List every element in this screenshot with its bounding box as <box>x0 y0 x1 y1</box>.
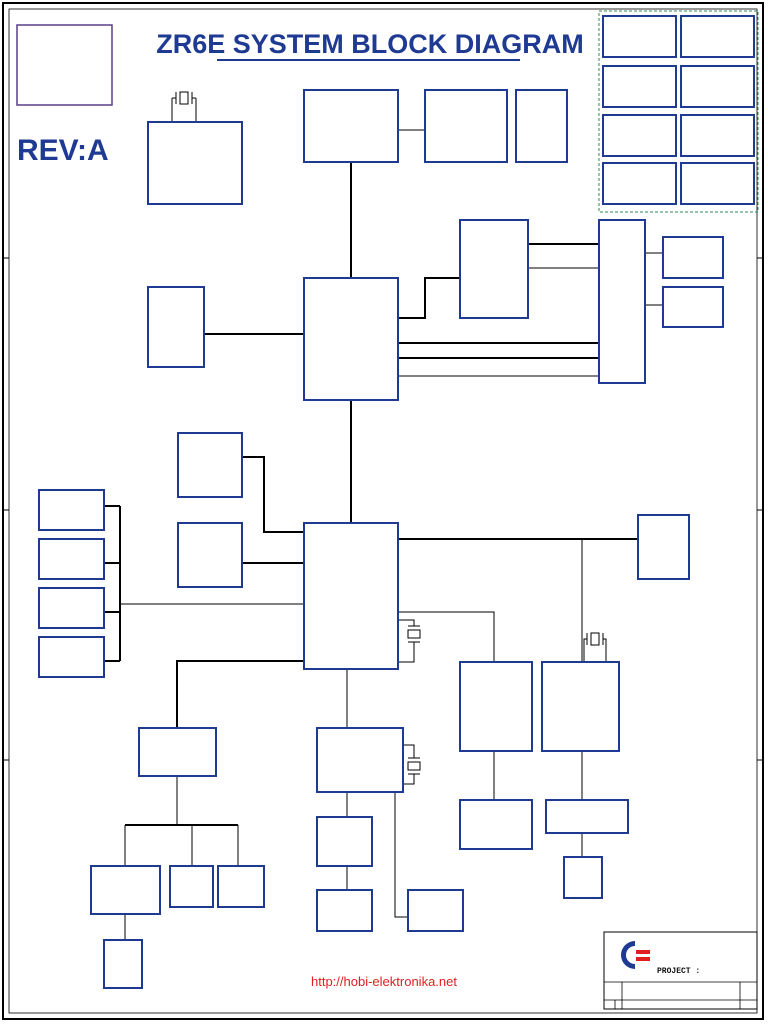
block-card-slot <box>545 799 629 834</box>
block-usb-1 <box>38 489 105 531</box>
block-cpu-side-1 <box>424 89 508 163</box>
legend-block <box>602 15 677 58</box>
legend-block <box>680 162 755 205</box>
block-cardreader <box>541 661 620 752</box>
block-sb-left-1 <box>177 432 243 498</box>
block-clock-gen <box>147 121 243 205</box>
block-kb-conn <box>103 939 143 989</box>
block-usb-2 <box>38 538 105 580</box>
legend-block <box>602 162 677 205</box>
legend-block <box>680 65 755 108</box>
block-amp <box>316 816 373 867</box>
legend-block <box>680 114 755 157</box>
block-usb-3 <box>38 587 105 629</box>
block-north-bridge <box>303 277 399 401</box>
crystal-icon <box>583 632 607 662</box>
blocks <box>38 89 724 989</box>
block-crt <box>662 286 724 328</box>
company-logo-icon <box>621 941 650 969</box>
block-lcd <box>662 236 724 279</box>
revision-label: REV:A <box>17 134 109 167</box>
block-kbc <box>90 865 161 915</box>
crystal-icon <box>402 744 421 792</box>
block-touchpad <box>217 865 265 908</box>
block-video <box>459 219 529 319</box>
source-url[interactable]: http://hobi-elektronika.net <box>311 974 457 989</box>
block-cpu-side-2 <box>515 89 568 163</box>
block-audio-codec <box>316 727 404 793</box>
block-display-conn <box>598 219 646 384</box>
legend-blocks <box>602 15 755 205</box>
block-lan <box>459 661 533 752</box>
block-sb-left-2 <box>177 522 243 588</box>
legend-block <box>680 15 755 58</box>
title-block: PROJECT : <box>603 931 758 1010</box>
block-vram <box>147 286 205 368</box>
block-card-sub <box>563 856 603 899</box>
block-south-bridge <box>303 522 399 670</box>
block-cpu <box>303 89 399 163</box>
frame-ticks <box>3 257 763 761</box>
connections <box>104 129 663 940</box>
block-usb-4 <box>38 636 105 678</box>
sheet-inner-frame <box>8 8 758 1014</box>
block-right-port <box>637 514 690 580</box>
project-label: PROJECT : <box>657 967 700 976</box>
block-lan-conn <box>459 799 533 850</box>
logo-box <box>16 24 113 106</box>
diagram-title: ZR6E SYSTEM BLOCK DIAGRAM <box>156 29 584 59</box>
block-lpc <box>138 727 217 777</box>
block-jack <box>407 889 464 932</box>
crystal-icon <box>171 91 197 122</box>
legend-block <box>602 65 677 108</box>
crystal-icon <box>398 619 421 663</box>
block-bios <box>169 865 214 908</box>
block-speaker <box>316 889 373 932</box>
legend-block <box>602 114 677 157</box>
